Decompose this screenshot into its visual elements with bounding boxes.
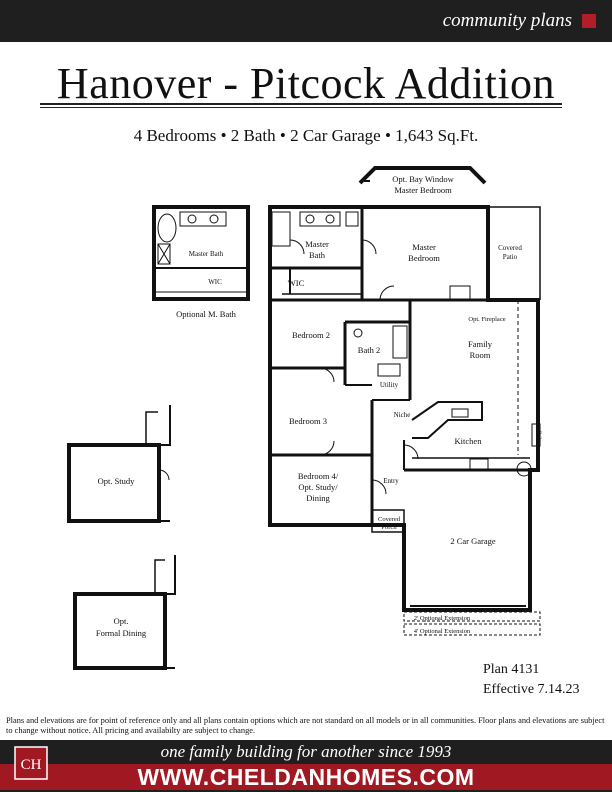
top-banner: community plans [0,0,612,42]
bay-window-outline [358,166,487,185]
kitchen-island [411,401,483,439]
entry-label: Entry [383,477,399,485]
opt-master-bath-label: Master Bath [189,250,224,258]
vanity-sink-icon [187,214,197,224]
extension-4ft-label: 4' Optional Extension [414,628,471,635]
door-swing [371,479,387,495]
disclaimer-text: Plans and elevations are for point of re… [6,716,605,735]
utility-appliances [377,363,401,377]
kitchen-label: Kitchen [455,436,483,446]
door-swing [403,444,419,460]
footer-banner: one family building for another since 19… [0,740,612,792]
rail [531,423,541,447]
vanity-sink-icon [325,214,335,224]
bath2-tub [392,325,408,359]
bedroom-4-label: Dining [306,493,330,503]
vanity-sink-icon [305,214,315,224]
covered-patio-outline [488,206,541,300]
opt-vanity [179,211,227,227]
garden-tub [157,213,177,243]
bedroom-4-label: Bedroom 4/ [298,471,339,481]
garage-extension-4ft [403,623,541,636]
logo-lettering: CH [21,757,42,773]
plan-number: Plan 4131 [483,662,540,677]
bedroom-4-label: Opt. Study/ [298,482,338,492]
footer-tagline: one family building for another since 19… [160,742,452,761]
optional-m-bath-caption: Optional M. Bath [176,309,236,319]
opt-wic-label: WIC [208,278,222,286]
page-title: Hanover - Pitcock Addition [56,59,556,108]
kitchen-sink [451,408,469,418]
family-room-label: Room [470,350,491,360]
master-bath-vanity [299,211,341,227]
title-rule-top [40,103,562,105]
range-cooktop [469,458,489,470]
opt-fireplace-label: Opt. Fireplace [468,316,505,323]
wic-label: WIC [288,278,305,288]
covered-porch-label: Porch [381,524,397,531]
master-bath-label: Bath [309,250,326,260]
master-toilet [345,211,359,227]
house-exterior-wall [268,205,540,612]
website-link[interactable]: WWW.CHELDANHOMES.COM [137,764,475,790]
master-bath-label: Master [305,239,329,249]
title-rule-bottom [40,107,562,108]
opt-study-closet [145,411,158,445]
extension-2ft-label: 2' Optional Extension [414,615,471,622]
master-bedroom-label: Bedroom [408,253,440,263]
bedroom-2-label: Bedroom 2 [292,330,330,340]
door-swing [361,239,377,255]
bedroom-3-label: Bedroom 3 [289,416,327,426]
bay-window-label: Master Bedroom [394,185,452,195]
rail-label: Rail [536,431,541,440]
plan-effective-date: Effective 7.14.23 [483,682,580,697]
door-swing [319,440,335,456]
bath-2-label: Bath 2 [358,345,380,355]
opt-formal-dining-label: Formal Dining [96,628,147,638]
brand-square-icon [582,14,596,28]
optional-master-bath-outline [152,205,250,301]
covered-patio-label: Covered [498,244,522,252]
garage-extension-2ft [403,611,541,622]
opt-study-connector [159,405,171,522]
opt-dining-closet [154,559,165,594]
fireplace [449,285,471,301]
door-swing [319,367,335,383]
door-swing [289,239,305,255]
opt-formal-dining-outline [73,592,167,670]
garage-label: 2 Car Garage [450,536,496,546]
covered-porch-label: Covered [378,516,401,523]
covered-patio-label: Patio [503,253,518,261]
bay-window-label: Opt. Bay Window [392,174,454,184]
opt-formal-dining-label: Opt. [114,616,129,626]
footer-url-band [0,764,612,790]
niche-label: Niche [394,411,411,419]
covered-porch [371,509,405,533]
bath2-sink [353,328,363,338]
cheldan-logo-icon: CH [14,746,48,780]
door-swing [379,285,395,301]
plan-specs: 4 Bedrooms • 2 Bath • 2 Car Garage • 1,6… [133,126,479,145]
opt-study-outline [67,443,161,523]
opt-shower [157,243,171,265]
master-shower [271,211,291,247]
opt-study-label: Opt. Study [98,476,136,486]
master-bedroom-label: Master [412,242,436,252]
water-heater [516,461,532,477]
door-swing [158,469,170,481]
shower-x [157,243,171,265]
vanity-sink-icon [209,214,219,224]
family-room-label: Family [468,339,493,349]
utility-label: Utility [380,381,399,389]
opt-dining-connector [165,555,176,669]
community-plans-label: community plans [442,10,572,31]
